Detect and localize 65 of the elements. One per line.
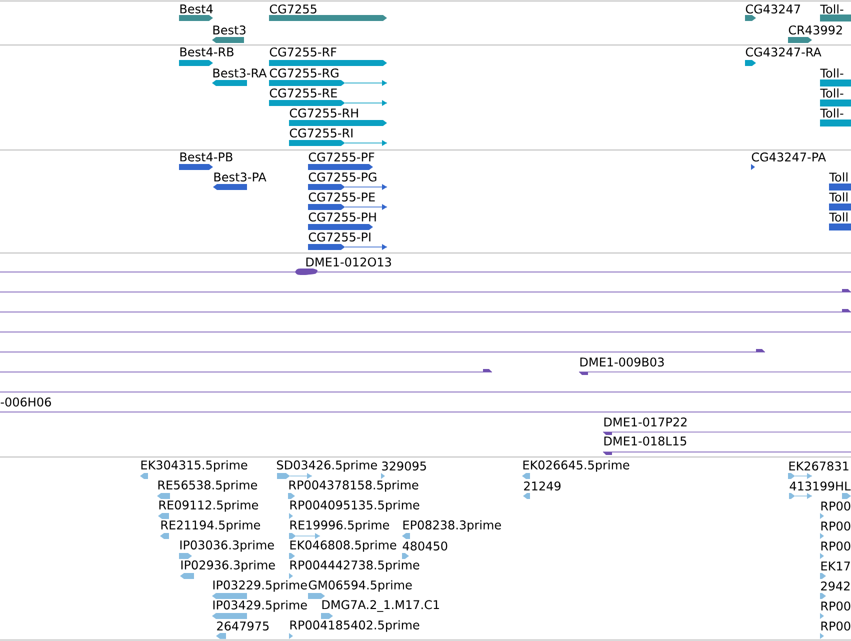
feature-label: RP004442738.5prime <box>290 560 420 572</box>
feature-label: CG7255-RH <box>290 108 358 118</box>
feature-label: RE19996.5prime <box>290 520 390 532</box>
feature-label: CG7255-RE <box>270 88 337 98</box>
feature-label: CG7255-RG <box>270 68 338 78</box>
feature-label: Toll- <box>820 68 844 78</box>
feature-label: CG7255-PH <box>308 212 376 222</box>
feature-label: RE09112.5prime <box>159 500 258 512</box>
feature-label: EK304315.5prime <box>141 460 248 472</box>
feature-label: Best4-RB <box>180 48 234 56</box>
feature-label: RP00 <box>821 501 850 511</box>
feature-label: Best3 <box>213 25 246 35</box>
feature-label: CG7255-PG <box>308 172 376 182</box>
feature-label: RP00 <box>821 601 850 611</box>
feature-label: Toll- <box>820 4 844 14</box>
feature-label: 480450 <box>402 541 448 551</box>
feature-label: RP00 <box>821 541 850 551</box>
feature-label: CG7255-PE <box>308 192 375 202</box>
feature-label: RP00 <box>821 521 850 531</box>
feature-label: DME1-012O13 <box>306 257 391 267</box>
feature-label: 329095 <box>382 461 426 471</box>
feature-label: CG7255-RF <box>270 47 336 57</box>
feature-label: EP08238.3prime <box>403 520 501 532</box>
feature-label: CG43247-RA <box>746 47 822 57</box>
feature-label: Best3-PA <box>214 172 266 182</box>
feature-label: CG7255 <box>270 4 316 14</box>
feature-label: DME1-018L15 <box>604 436 686 446</box>
feature-label: CG43247-PA <box>752 152 826 162</box>
feature-label: 2942 <box>821 581 850 591</box>
feature-label: -006H06 <box>0 397 51 407</box>
feature-label: CG7255-RI <box>290 128 352 138</box>
feature-label: EK046808.5prime <box>290 540 396 552</box>
feature-label: Toll <box>829 212 848 222</box>
feature-label: RE56538.5prime <box>158 480 258 492</box>
feature-label: IP02936.3prime <box>181 560 275 572</box>
feature-label: RP004095135.5prime <box>290 500 420 512</box>
feature-label: DME1-017P22 <box>604 417 687 427</box>
feature-label: SD03426.5prime <box>277 460 377 472</box>
feature-label: Best4 <box>180 4 213 14</box>
feature-label: Toll <box>829 192 848 202</box>
feature-label: CG43247 <box>746 4 800 14</box>
feature-label: GM06594.5prime <box>308 580 412 592</box>
feature-label: IP03229.5prime <box>213 580 307 592</box>
feature-label: DMG7A.2_1.M17.C1 <box>322 600 439 612</box>
feature-label: 413199HL <box>790 481 851 491</box>
feature-label: 21249 <box>524 481 561 491</box>
feature-label: RP00 <box>821 621 850 631</box>
feature-label: CG7255-PI <box>308 232 370 242</box>
feature-label: RP004378158.5prime <box>289 480 418 492</box>
feature-label: EK267831 <box>789 461 848 471</box>
feature-label: EK17 <box>821 562 850 570</box>
feature-label: IP03429.5prime <box>213 600 307 612</box>
feature-label: Toll <box>829 172 848 182</box>
feature-label: Toll- <box>820 88 844 98</box>
feature-label: RP004185402.5prime <box>290 620 420 632</box>
feature-label: Best3-RA <box>213 68 267 78</box>
feature-label: Best4-PB <box>180 152 232 162</box>
feature-label: 2647975 <box>217 621 269 631</box>
feature-label: EK026645.5prime <box>523 460 630 472</box>
feature-label: CG7255-PF <box>308 152 374 162</box>
feature-label: RE21194.5prime <box>161 520 260 532</box>
feature-label: CR43992 <box>788 25 842 35</box>
feature-label: IP03036.3prime <box>180 540 274 552</box>
feature-label: DME1-009B03 <box>580 357 664 367</box>
feature-label: Toll- <box>820 108 844 118</box>
